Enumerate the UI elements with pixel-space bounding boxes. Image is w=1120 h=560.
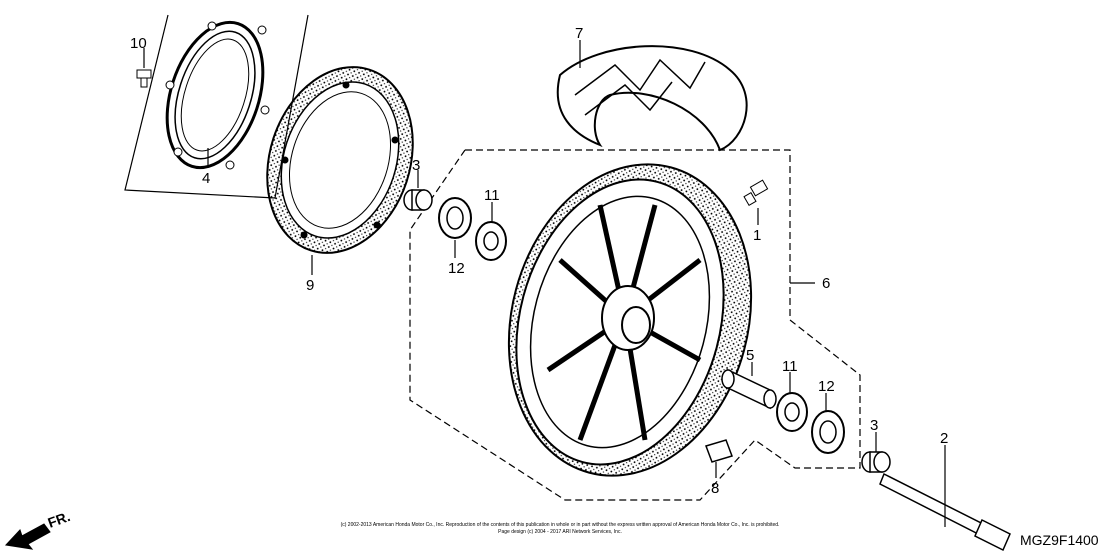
- callout-6[interactable]: 6: [822, 275, 830, 292]
- callout-9[interactable]: 9: [306, 277, 314, 294]
- callout-11-right[interactable]: 11: [782, 358, 798, 375]
- axle-drawing: [879, 472, 1011, 552]
- dust-seal-drawing-left: [438, 197, 472, 239]
- diagram-code: MGZ9F1400: [1020, 532, 1099, 548]
- callout-10[interactable]: 10: [130, 35, 147, 52]
- bolt-drawing: [136, 69, 152, 88]
- front-direction-indicator: FR.: [4, 508, 73, 550]
- dust-seal-drawing-right: [811, 410, 845, 454]
- valve-drawing: [743, 179, 769, 207]
- bearing-drawing-left: [475, 221, 507, 261]
- callout-12-right[interactable]: 12: [818, 378, 835, 395]
- arrow-icon: [4, 523, 51, 550]
- callout-8[interactable]: 8: [711, 480, 719, 497]
- collar-drawing-right: [861, 451, 891, 473]
- callout-12-left[interactable]: 12: [448, 260, 465, 277]
- wheel-drawing: [507, 163, 753, 477]
- copyright-line-2: Page design (c) 2004 - 2017 ARI Network …: [498, 529, 622, 535]
- callout-4[interactable]: 4: [202, 170, 210, 187]
- callout-11-left[interactable]: 11: [484, 187, 500, 204]
- collar-drawing-left: [403, 189, 433, 211]
- copyright-line-1: (c) 2002-2013 American Honda Motor Co., …: [341, 522, 780, 528]
- callout-5[interactable]: 5: [746, 347, 754, 364]
- callouts: 10 4 7 3 11 12 1 6 9 5 11 12 3 2 8: [130, 25, 948, 497]
- callout-3-right[interactable]: 3: [870, 417, 878, 434]
- callout-2[interactable]: 2: [940, 430, 948, 447]
- leader-lines: [143, 40, 946, 527]
- direction-label: FR.: [46, 508, 73, 531]
- bearing-drawing-right: [776, 392, 808, 432]
- callout-1[interactable]: 1: [753, 227, 761, 244]
- brake-disc-drawing: [266, 66, 414, 254]
- callout-7[interactable]: 7: [575, 25, 583, 42]
- pulser-ring-drawing: [165, 20, 270, 170]
- callout-3-left[interactable]: 3: [412, 157, 420, 174]
- distance-collar-drawing: [721, 368, 777, 410]
- wheel-assembly-outline: [409, 149, 861, 501]
- balance-weight-drawing: [705, 439, 733, 463]
- tire-drawing: [556, 45, 748, 152]
